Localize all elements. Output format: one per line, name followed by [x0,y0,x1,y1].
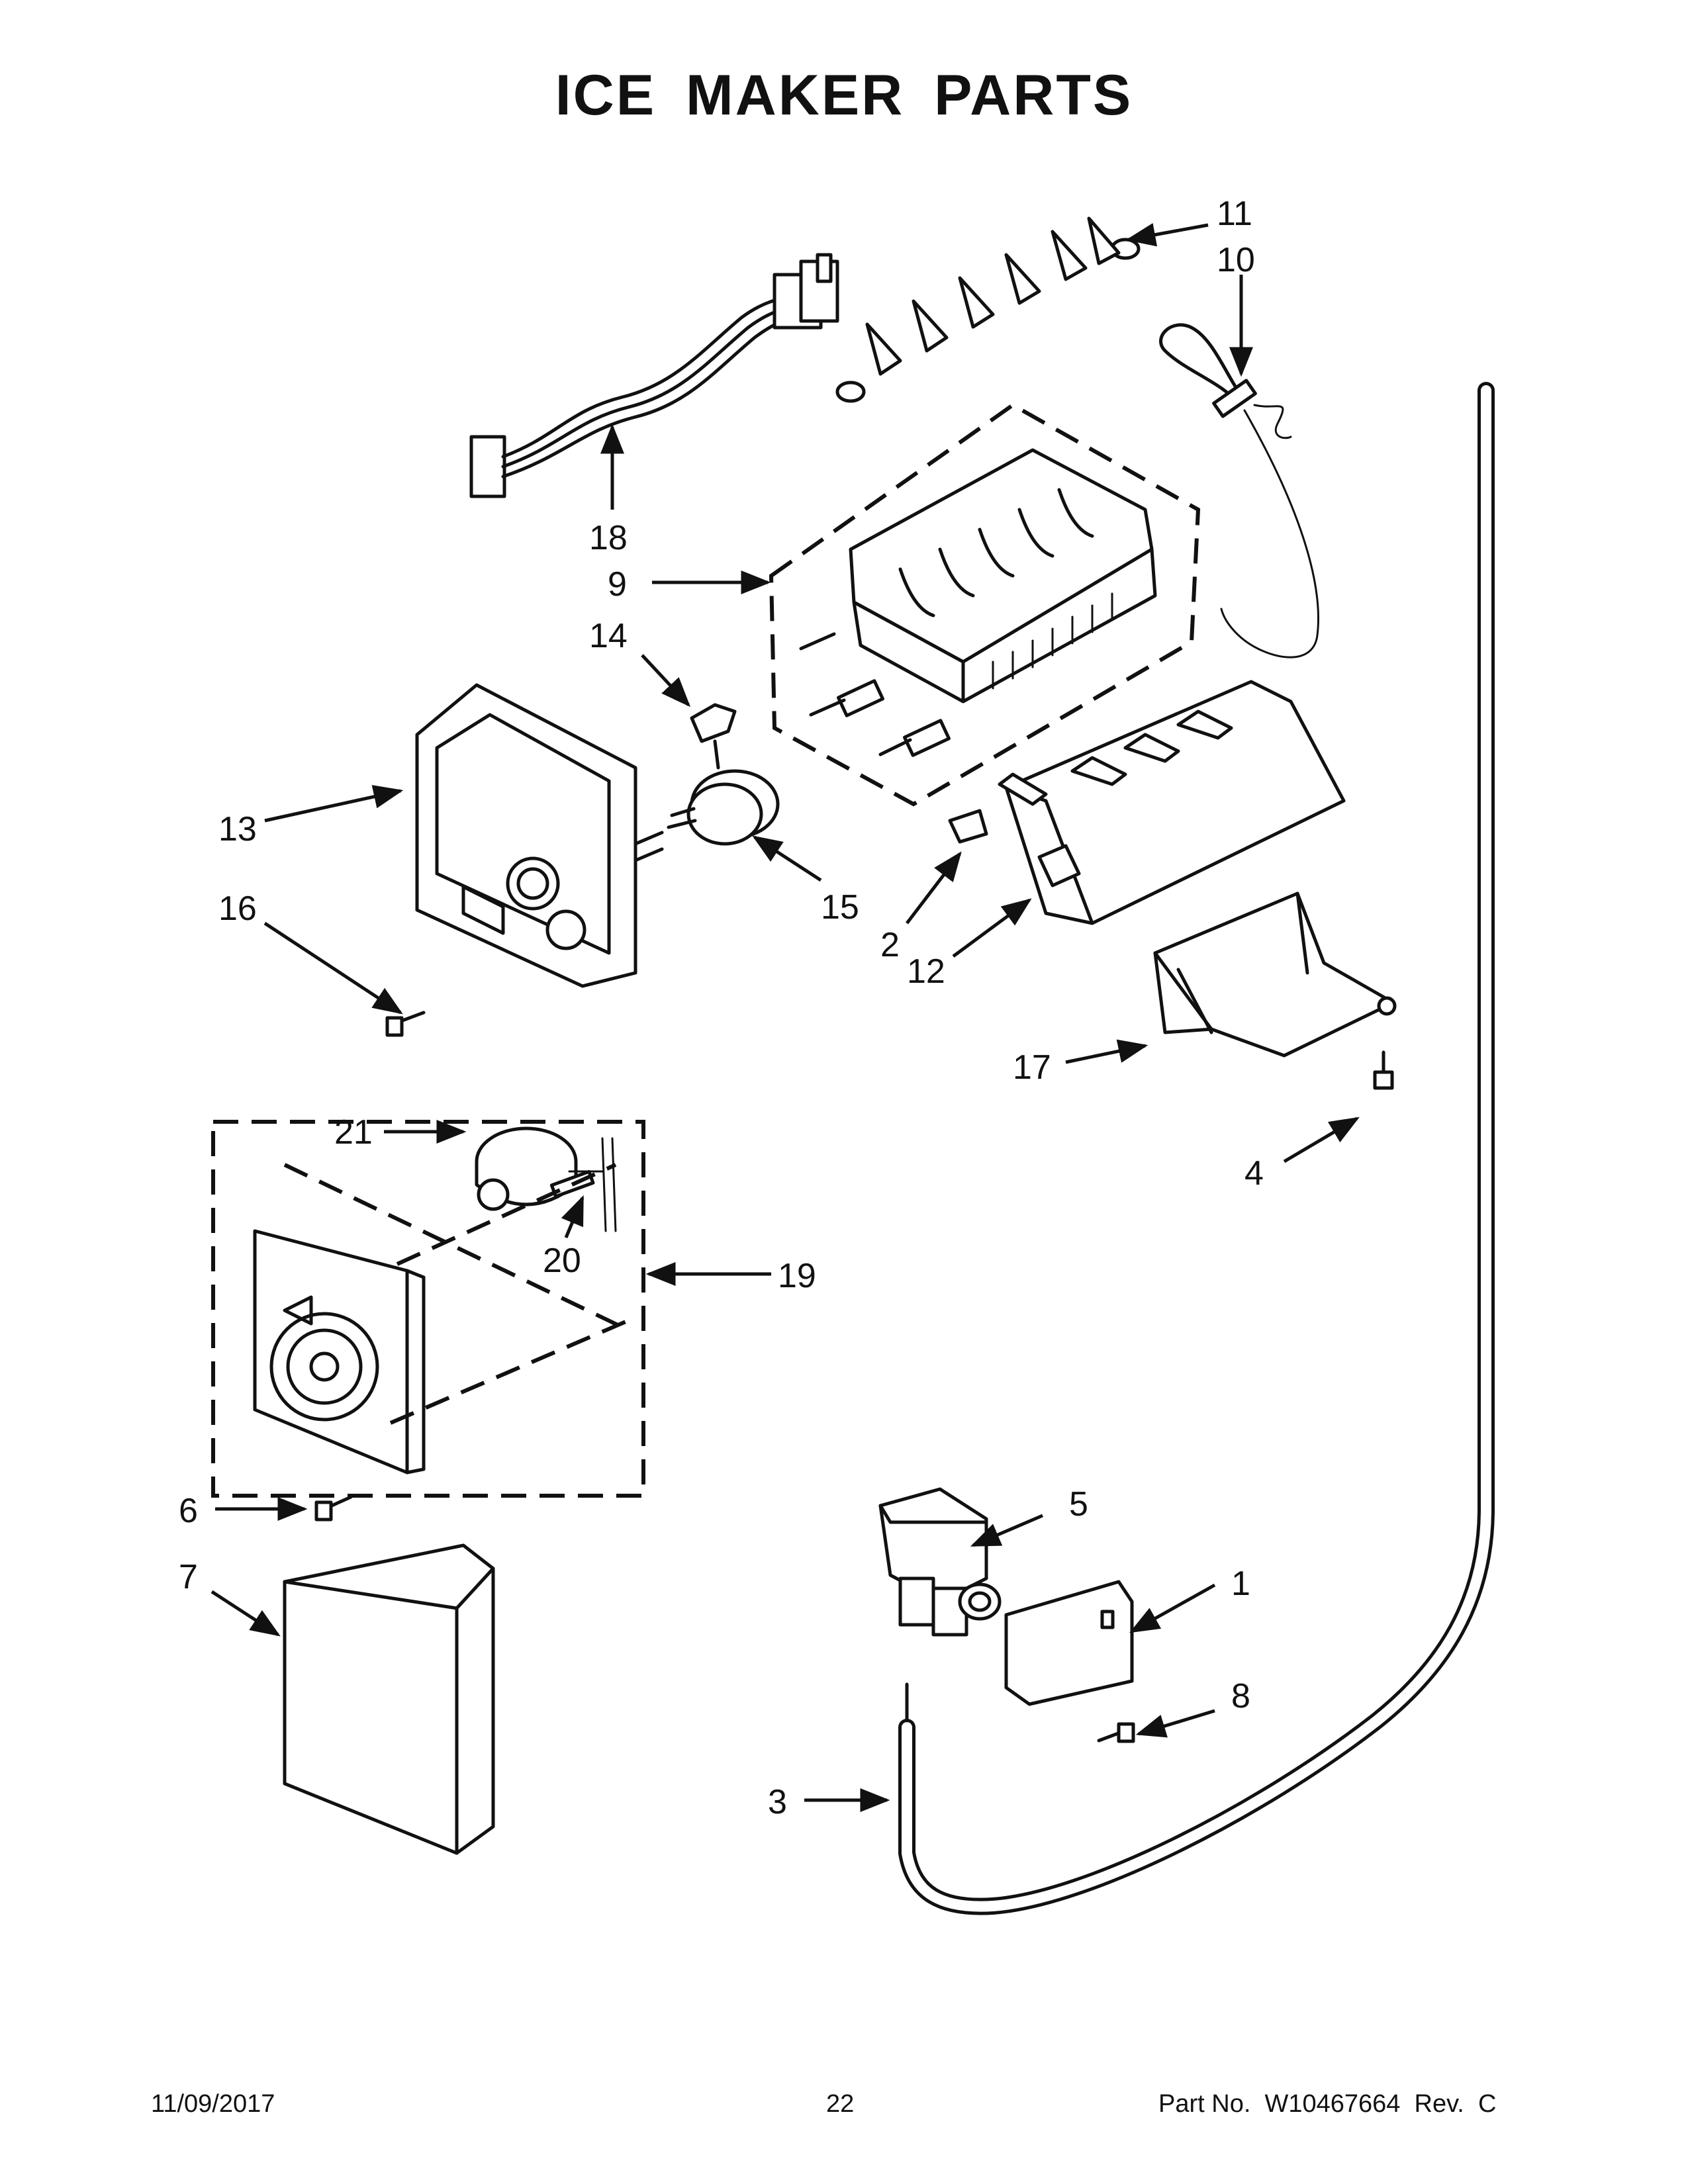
callout-18: 18 [589,519,628,557]
valve-bracket-part [1004,1580,1134,1706]
callout-9: 9 [608,565,627,604]
callout-15: 15 [821,888,859,927]
callout-10: 10 [1217,241,1255,279]
callout-2: 2 [880,926,900,964]
callout-4: 4 [1244,1154,1264,1193]
callout-1: 1 [1231,1565,1250,1603]
screw-6-part [314,1495,353,1522]
callout-7: 7 [179,1558,198,1596]
callout-21: 21 [334,1113,373,1152]
footer-part-number: Part No. W10467664 Rev. C [1158,2090,1497,2118]
motor-cap-part [667,769,780,846]
cover-part [283,1543,495,1855]
sensor-part [1159,323,1320,659]
screw-4-part [1373,1050,1394,1090]
callout-11: 11 [1217,195,1252,233]
mounting-bracket-part [1153,891,1397,1058]
callout-8: 8 [1231,1677,1250,1715]
callout-19: 19 [778,1257,816,1295]
screw-16-part [385,1011,426,1037]
water-valve-part [878,1487,1002,1637]
module-plate-part [253,1229,426,1475]
callout-12: 12 [907,952,945,991]
assembly-line [283,1163,630,1332]
callout-13: 13 [218,810,257,848]
footer-date: 11/09/2017 [151,2090,275,2118]
assembly-line [389,1318,630,1425]
screw-8-part [1097,1722,1135,1743]
wire-harness-part [469,253,839,498]
control-housing-part [415,683,664,988]
water-tube-part [898,382,1495,1915]
callout-17: 17 [1013,1048,1051,1087]
callout-5: 5 [1069,1485,1088,1524]
clip-2-part [948,809,988,844]
motor-part [475,1126,617,1232]
assembly-line [396,1163,617,1266]
callout-16: 16 [218,889,257,928]
leader-lines [211,222,1360,1812]
footer-page-number: 22 [826,2090,855,2118]
page-title: ICE MAKER PARTS [555,64,1133,127]
ice-mold-part [769,402,1201,807]
ejector-part [835,216,1141,403]
ice-bin-part [998,680,1346,925]
callout-14: 14 [589,617,628,655]
callout-6: 6 [179,1492,198,1530]
callout-3: 3 [768,1783,787,1821]
callout-labels: 11 10 18 9 14 13 15 2 12 16 17 4 21 20 1… [179,195,1264,1821]
module-group-outline [211,1120,645,1498]
clip-part [690,703,737,770]
callout-20: 20 [543,1242,581,1280]
